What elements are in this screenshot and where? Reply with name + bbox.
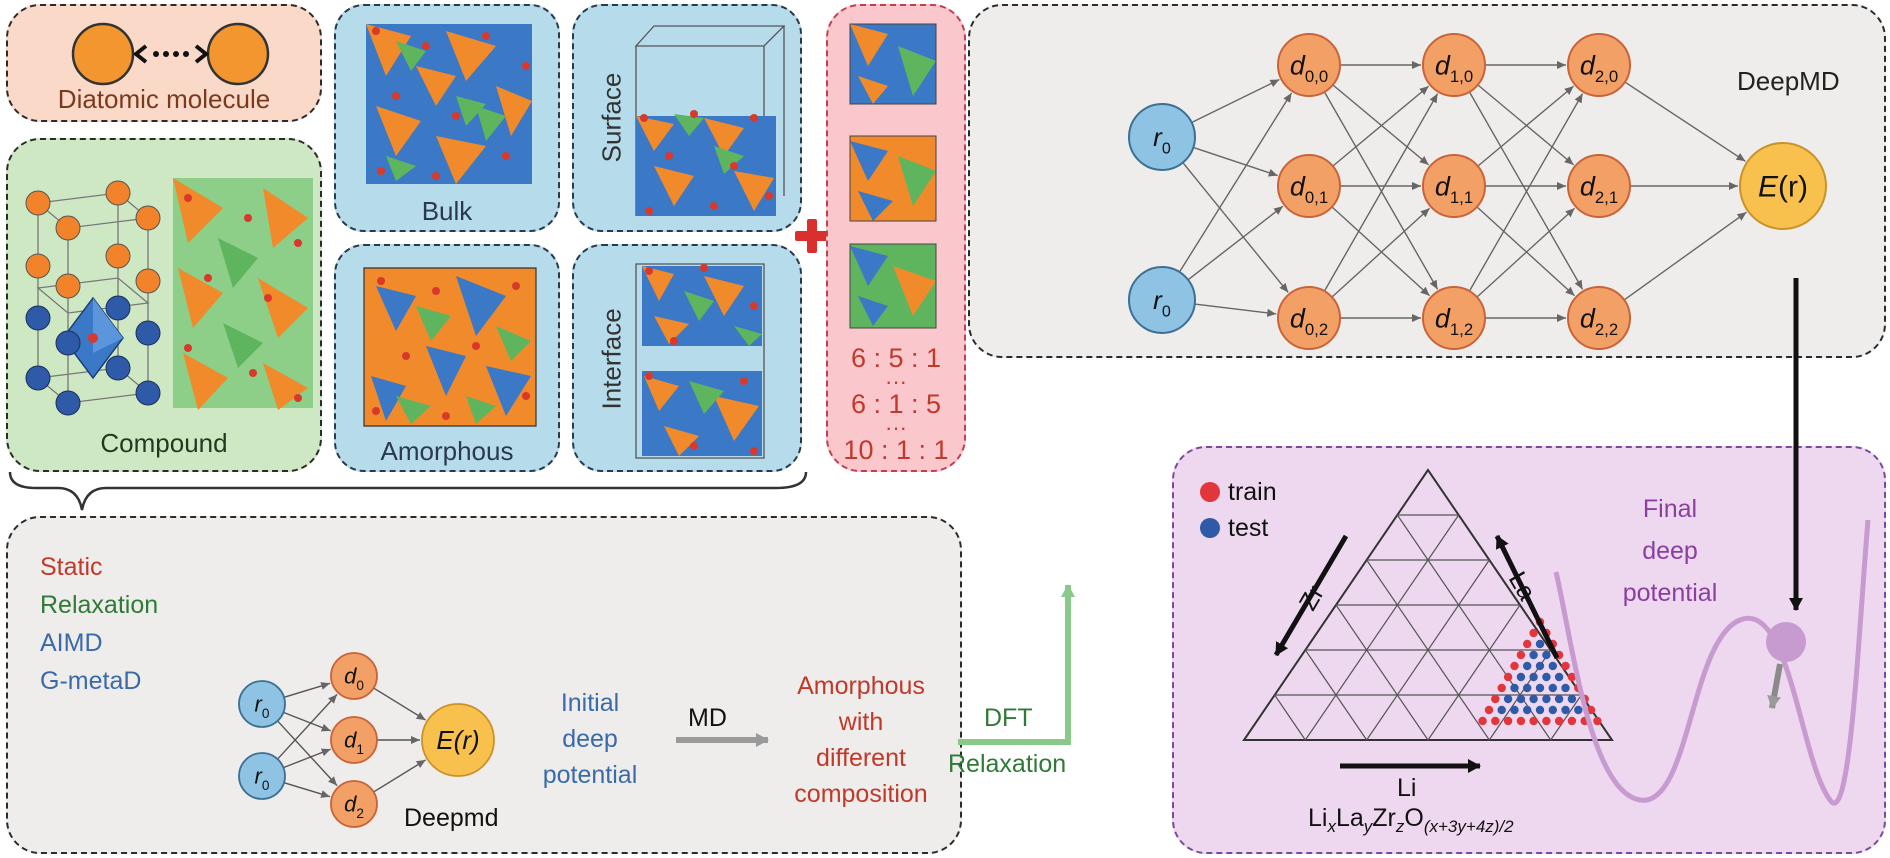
legend-test-label: test bbox=[1228, 514, 1269, 542]
ratio-1-c: 1 bbox=[926, 343, 942, 373]
ratio-row-2: 6 : 1 : 5 bbox=[850, 389, 942, 419]
amorph-line-4: composition bbox=[794, 780, 928, 808]
relaxation-label: Relaxation bbox=[948, 750, 1067, 778]
legend-train-label: train bbox=[1228, 478, 1277, 506]
interface-structure bbox=[635, 263, 765, 459]
ternary-panel bbox=[1172, 446, 1886, 854]
formula-zr: Zr bbox=[1372, 804, 1396, 832]
formula-label: LixLayZrzO(x+3y+4z)/2 bbox=[1308, 804, 1514, 837]
initial-line-1: Initial bbox=[560, 689, 620, 717]
final-line-2: deep bbox=[1642, 537, 1698, 565]
final-potential-label: Final deep potential bbox=[1610, 488, 1730, 614]
amorphous-structure bbox=[363, 267, 537, 427]
formula-z: z bbox=[1395, 817, 1405, 836]
ratio-ellipsis-2: ··· bbox=[885, 415, 907, 440]
amorph-line-1: Amorphous bbox=[797, 672, 925, 700]
deepmd-title: DeepMD bbox=[1737, 66, 1840, 96]
ratio-3-a: 10 bbox=[843, 435, 874, 465]
ratio-1-b: 5 bbox=[888, 343, 904, 373]
amorphous-composition-text: Amorphous with different composition bbox=[766, 668, 956, 812]
method-gmetad: G-metaD bbox=[40, 667, 142, 695]
method-list: Static Relaxation AIMD G-metaD bbox=[40, 548, 158, 700]
bulk-panel: Bulk bbox=[334, 4, 560, 232]
initial-potential-text: Initial deep potential bbox=[530, 685, 650, 793]
ratio-2-c: 5 bbox=[926, 389, 942, 419]
formula-y: y bbox=[1363, 817, 1373, 836]
ratio-2-b: 1 bbox=[888, 389, 904, 419]
compound-crystal-structure bbox=[25, 178, 313, 416]
ratio-row-3: 10 : 1 : 1 bbox=[843, 435, 949, 465]
workflow-panel bbox=[6, 516, 962, 854]
formula-o: O bbox=[1404, 804, 1424, 832]
method-static: Static bbox=[40, 553, 103, 581]
ratio-row-1: 6 : 5 : 1 bbox=[850, 343, 942, 373]
initial-line-3: potential bbox=[542, 761, 638, 789]
final-line-3: potential bbox=[1622, 579, 1718, 607]
bulk-label: Bulk bbox=[421, 196, 473, 226]
plus-icon bbox=[795, 219, 829, 253]
bulk-structure bbox=[366, 24, 532, 184]
initial-line-2: deep bbox=[562, 725, 618, 753]
deepmd-panel bbox=[968, 4, 1886, 358]
surface-structure bbox=[634, 25, 786, 216]
md-label: MD bbox=[688, 704, 727, 732]
amorphous-panel: Amorphous bbox=[334, 244, 560, 472]
formula-li: Li bbox=[1308, 804, 1328, 832]
group-brace bbox=[8, 471, 808, 511]
ratio-ellipsis-1: ··· bbox=[885, 369, 907, 394]
ratio-3-b: 1 bbox=[895, 435, 912, 465]
formula-la: La bbox=[1335, 804, 1364, 832]
ratio-3-c: 1 bbox=[933, 435, 949, 465]
composition-panel: 6 : 5 : 1 ··· 6 : 1 : 5 ··· 10 : 1 : 1 bbox=[826, 4, 966, 472]
amorph-line-2: with bbox=[838, 708, 884, 736]
compound-label: Compound bbox=[100, 428, 228, 458]
method-aimd: AIMD bbox=[40, 629, 103, 657]
composition-structures bbox=[849, 23, 937, 329]
ratio-1-a: 6 bbox=[850, 343, 866, 373]
formula-o-sub: (x+3y+4z)/2 bbox=[1423, 817, 1514, 836]
interface-panel: Interface bbox=[572, 244, 802, 472]
ratio-2-a: 6 bbox=[850, 389, 866, 419]
li-axis-label: Li bbox=[1397, 774, 1417, 802]
diatomic-panel: Diatomic molecule bbox=[6, 4, 322, 122]
amorph-line-3: different bbox=[816, 744, 906, 772]
compound-panel: Compound bbox=[6, 138, 322, 472]
final-line-1: Final bbox=[1642, 495, 1698, 523]
formula-x: x bbox=[1327, 817, 1336, 836]
dft-label: DFT bbox=[984, 704, 1033, 732]
surface-panel: Surface bbox=[572, 4, 802, 232]
diatomic-molecule-graphic bbox=[71, 22, 270, 86]
method-relaxation: Relaxation bbox=[40, 591, 159, 619]
mini-deepmd-label: Deepmd bbox=[404, 804, 499, 832]
amorphous-label: Amorphous bbox=[380, 436, 514, 466]
diatomic-label: Diatomic molecule bbox=[57, 84, 271, 114]
